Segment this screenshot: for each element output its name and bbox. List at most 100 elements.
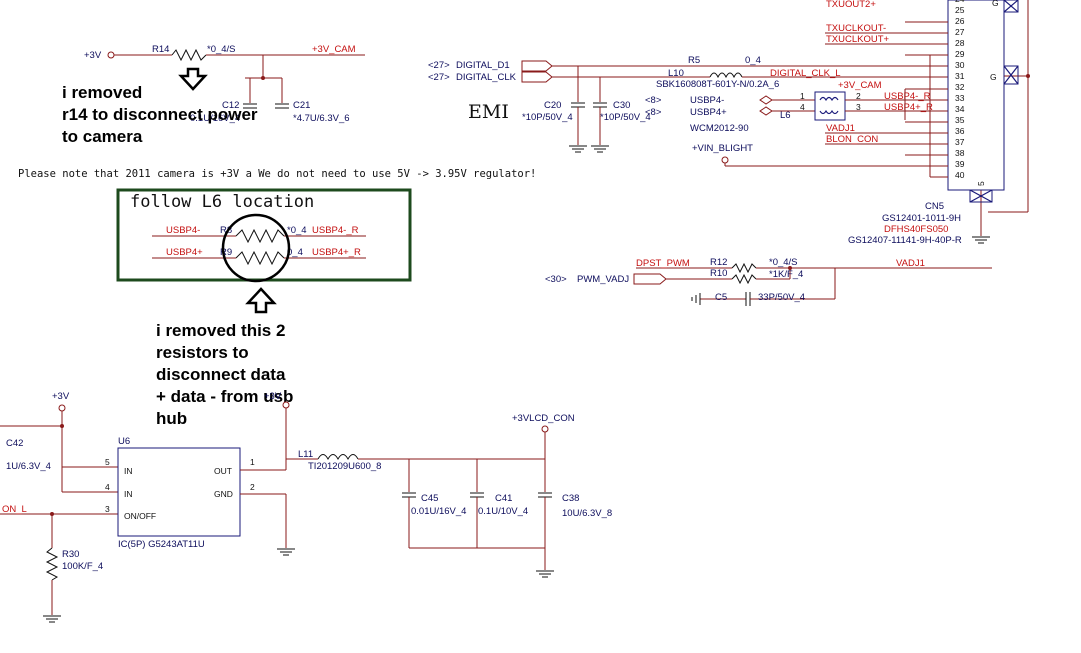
inductor-l11 (317, 454, 359, 461)
net-3v-label: +3V (84, 50, 102, 61)
l6-pin1: 1 (800, 91, 805, 101)
net-pwm-vadj-port: PWM_VADJ (577, 274, 629, 285)
resistor-r30 (45, 547, 59, 581)
resistor-r8-detail (235, 228, 285, 244)
ic-u6 (117, 447, 241, 537)
port-clk-num: <27> (428, 72, 450, 83)
net-vadj1-conn: VADJ1 (826, 123, 855, 134)
net-on-l: ON_L (2, 504, 27, 515)
detail-r9: R9 (220, 247, 232, 258)
c21-value: *4.7U/6.3V_6 (293, 113, 350, 124)
follow-l6-box: follow L6 location USBP4- USBP4+ R8 R9 *… (116, 188, 412, 283)
cn5-pin-40: 40 (955, 170, 965, 180)
u6-pin4-num: 4 (105, 482, 110, 492)
resistors-note-line5: hub (156, 409, 187, 428)
connector-cn5: G G 5 2425262728293031323334353637383940… (692, 0, 1030, 246)
inductor-l10 (709, 72, 743, 79)
net-dpst-pwm: DPST_PWM (636, 258, 690, 269)
c5-value: 33P/50V_4 (758, 292, 805, 303)
resistor-r9-detail (235, 250, 285, 266)
u6-pin5-num: 5 (105, 457, 110, 467)
c20-ref: C20 (544, 100, 561, 111)
pwm-vadj-section: <30> PWM_VADJ DPST_PWM R12 *0_4/S R10 *1… (545, 257, 992, 306)
port-usbp-num: <8> (645, 107, 662, 118)
net-txuclkout-minus: TXUCLKOUT- (826, 23, 886, 34)
port-d1-name: DIGITAL_D1 (456, 60, 510, 71)
resistors-note-line4: + data - from usb (156, 387, 293, 406)
resistors-note-line2: resistors to (156, 343, 249, 362)
detail-usbp4-plus: USBP4+ (166, 247, 203, 258)
detail-usbp4-minus-r: USBP4-_R (312, 225, 359, 236)
l6-pin2: 2 (856, 91, 861, 101)
c41-value: 0.1U/10V_4 (478, 506, 528, 517)
c45-ref: C45 (421, 493, 438, 504)
port-clk-name: DIGITAL_CLK (456, 72, 517, 83)
c30-value: *10P/50V_4 (600, 112, 651, 123)
c41-ref: C41 (495, 493, 512, 504)
c38-value: 10U/6.3V_8 (562, 508, 612, 519)
cn5-pin-37: 37 (955, 137, 965, 147)
net-vadj1: VADJ1 (896, 258, 925, 269)
l11-value: TI201209U600_8 (308, 461, 381, 472)
follow-l6-title: follow L6 location (130, 192, 314, 212)
r14-note-line1: i removed (62, 83, 142, 102)
g-pin-top: G (992, 0, 999, 8)
cn5-pin-28: 28 (955, 38, 965, 48)
cn5-ref: CN5 (925, 201, 944, 212)
resistor-r10 (731, 273, 757, 285)
l10-ref: L10 (668, 68, 684, 79)
u6-pin2-num: 2 (250, 482, 255, 492)
up-arrow-r14-icon (178, 67, 208, 91)
cn5-pin-30: 30 (955, 60, 965, 70)
c42-value: 1U/6.3V_4 (6, 461, 51, 472)
resistors-note-line3: disconnect data (156, 365, 286, 384)
l6-pin3: 3 (856, 102, 861, 112)
r14-value: *0_4/S (207, 44, 236, 55)
c45-value: 0.01U/16V_4 (411, 506, 466, 517)
g-pin-mid: G (990, 72, 997, 82)
l6-value: WCM2012-90 (690, 123, 749, 134)
r10-value: *1K/F_4 (769, 269, 803, 280)
port-pwm-num: <30> (545, 274, 567, 285)
cn5-pin-33: 33 (955, 93, 965, 103)
cn5-pin-31: 31 (955, 71, 965, 81)
cn5-pin-36: 36 (955, 126, 965, 136)
cn5-value1: GS12401-1011-9H (882, 213, 961, 224)
u6-pin-gnd: GND (214, 489, 233, 499)
up-arrow-resistors-icon (245, 287, 277, 314)
cn5-value3: GS12407-11141-9H-40P-R (848, 235, 962, 246)
cn5-pin-39: 39 (955, 159, 965, 169)
net-3v-out: +3V (264, 391, 282, 402)
c38-ref: C38 (562, 493, 579, 504)
net-3v-cam-conn: +3V_CAM (838, 80, 882, 91)
emi-label: EMI (468, 101, 509, 123)
r10-ref: R10 (710, 268, 727, 279)
r5-value: 0_4 (745, 55, 761, 66)
r14-power-section: +3V R14 *0_4/S +3V_CAM C12 C21 *4.7U/6.3… (84, 44, 365, 124)
detail-r8-val: *0_4 (287, 225, 307, 236)
cn5-pin-34: 34 (955, 104, 965, 114)
net-usbp4-minus: USBP4- (690, 95, 724, 106)
c20-value: *10P/50V_4 (522, 112, 573, 123)
r30-ref: R30 (62, 549, 79, 560)
emi-filter-section: <27> DIGITAL_D1 <27> DIGITAL_CLK R5 0_4 … (428, 55, 948, 153)
u6-pin-in2: IN (124, 489, 133, 499)
u6-pin-out: OUT (214, 466, 232, 476)
r14-ref: R14 (152, 44, 169, 55)
resistors-note-line1: i removed this 2 (156, 321, 285, 340)
highlight-circle (221, 213, 291, 283)
detail-usbp4-minus: USBP4- (166, 225, 200, 236)
u6-pin-onoff: ON/OFF (124, 511, 156, 521)
choke-l6 (814, 91, 846, 121)
net-vin-blight: +VIN_BLIGHT (692, 143, 753, 154)
cn5-pin-25: 25 (955, 5, 965, 15)
l6-pin4: 4 (800, 102, 805, 112)
cn5-pin-38: 38 (955, 148, 965, 158)
l10-value: SBK160808T-601Y-N/0.2A_6 (656, 79, 779, 90)
vcc-3v-pin (107, 51, 115, 59)
resistor-r12 (731, 262, 757, 274)
r12-ref: R12 (710, 257, 727, 268)
detail-usbp4-plus-r: USBP4+_R (312, 247, 361, 258)
u6-pin3-num: 3 (105, 504, 110, 514)
